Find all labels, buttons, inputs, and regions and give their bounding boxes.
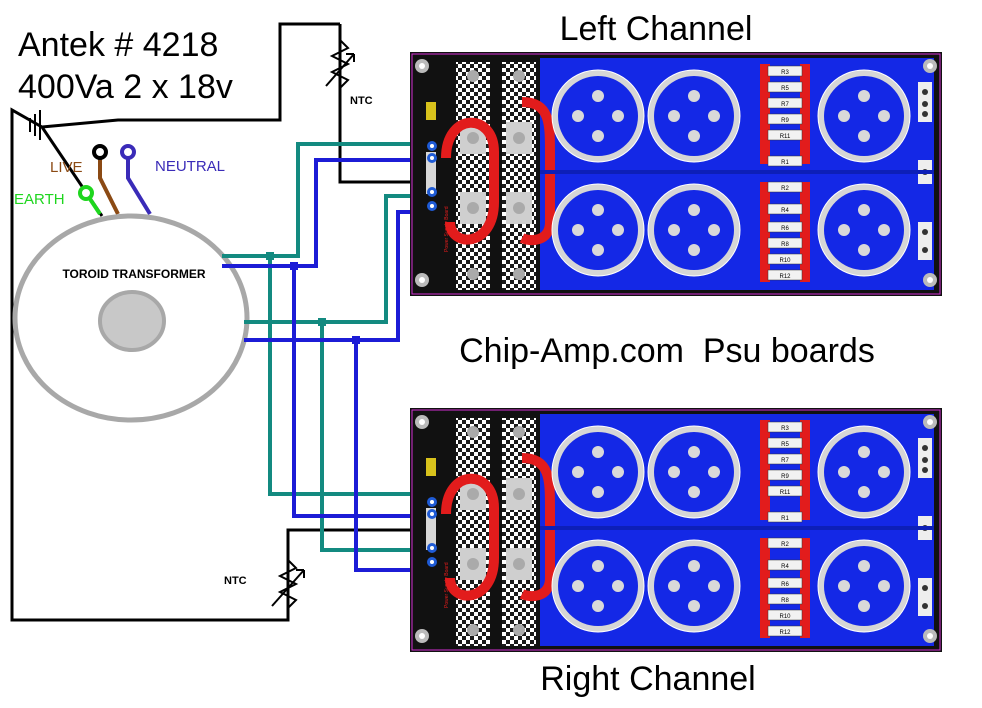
resistor-label: R2 xyxy=(781,542,789,548)
resistor-label: R12 xyxy=(779,274,791,280)
neutral-wire xyxy=(126,152,152,216)
transformer-rating: 400Va 2 x 18v xyxy=(18,68,233,106)
resistor-label: R9 xyxy=(781,118,789,124)
toroid-transformer: TOROID TRANSFORMER xyxy=(12,213,250,423)
ntc-bottom-label: NTC xyxy=(224,575,247,587)
neutral-terminal-icon xyxy=(120,144,136,160)
earth-terminal-icon xyxy=(78,185,94,201)
resistor-label: R6 xyxy=(781,226,789,232)
resistor-label: R5 xyxy=(781,442,789,448)
resistor-label: R1 xyxy=(781,516,789,522)
resistor-label: R11 xyxy=(780,134,791,140)
wire-junctions xyxy=(266,252,360,344)
board-silkscreen-text: Power Supply Board xyxy=(444,562,450,608)
earth-label: EARTH xyxy=(14,191,65,208)
resistor-label: R3 xyxy=(781,70,789,76)
resistor-label: R10 xyxy=(779,258,791,264)
neutral-label: NEUTRAL xyxy=(155,158,225,175)
toroid-label: TOROID TRANSFORMER xyxy=(62,267,205,281)
resistor-label: R3 xyxy=(781,426,789,432)
resistor-label: R1 xyxy=(781,160,789,166)
ntc-top-icon xyxy=(325,39,355,89)
ground-icon xyxy=(29,110,41,140)
resistor-label: R4 xyxy=(781,208,789,214)
resistor-label: R5 xyxy=(781,86,789,92)
resistor-label: R4 xyxy=(781,564,789,570)
secondary-wiring-green xyxy=(222,142,432,552)
resistor-label: R11 xyxy=(780,490,791,496)
center-caption: Chip-Amp.com Psu boards xyxy=(459,332,875,370)
resistor-label: R10 xyxy=(779,614,791,620)
resistor-label: R7 xyxy=(781,102,789,108)
ntc-bottom-icon xyxy=(271,559,305,609)
board-silkscreen-text: Power Supply Board xyxy=(444,206,450,252)
left-channel-title: Left Channel xyxy=(560,10,753,48)
resistor-label: R6 xyxy=(781,582,789,588)
live-wire xyxy=(98,152,120,215)
resistor-label: R2 xyxy=(781,186,789,192)
resistor-label: R8 xyxy=(781,242,789,248)
resistor-label: R8 xyxy=(781,598,789,604)
right-channel-title: Right Channel xyxy=(540,660,755,698)
transformer-model: Antek # 4218 xyxy=(18,26,218,64)
secondary-wiring-blue xyxy=(222,158,432,572)
left-channel-board xyxy=(410,52,942,296)
live-label: LIVE xyxy=(50,159,83,176)
right-channel-board xyxy=(410,408,942,652)
resistor-label: R9 xyxy=(781,474,789,480)
resistor-label: R7 xyxy=(781,458,789,464)
ntc-top-label: NTC xyxy=(350,95,373,107)
resistor-label: R12 xyxy=(779,630,791,636)
live-terminal-icon xyxy=(92,144,108,160)
